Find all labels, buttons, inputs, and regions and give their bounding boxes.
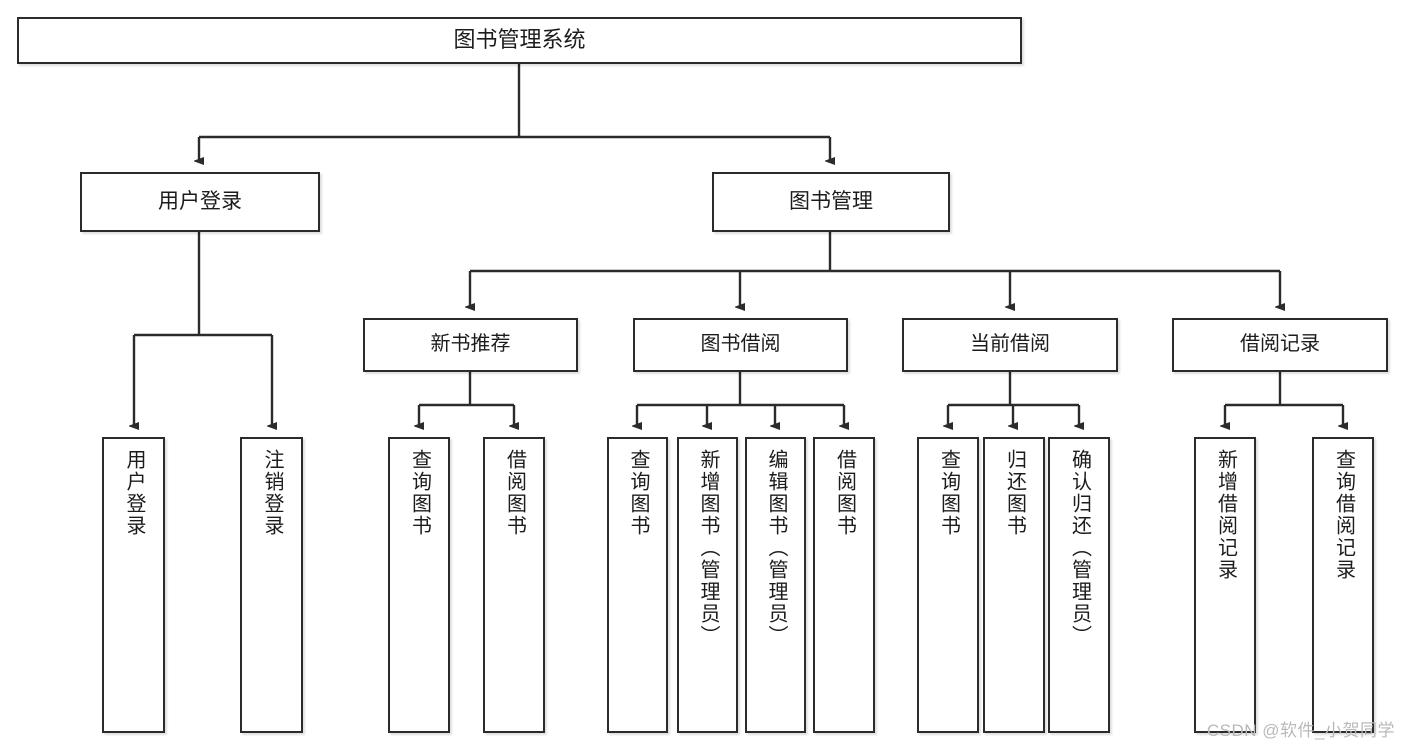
node-label: 借阅图书 [503,449,526,537]
node-current-borrow[interactable]: 当前借阅 [902,318,1118,372]
node-new-book-recommend[interactable]: 新书推荐 [363,318,578,372]
node-label: 查询图书 [937,449,960,537]
leaf-query-borrow-record[interactable]: 查询借阅记录 [1312,437,1374,733]
node-label: 新增借阅记录 [1214,449,1237,581]
watermark: CSDN @软件_小贺同学 [1206,721,1395,740]
leaf-borrow-book[interactable]: 借阅图书 [813,437,875,733]
leaf-borrow-book-recommend[interactable]: 借阅图书 [483,437,545,733]
leaf-user-login[interactable]: 用户登录 [102,437,165,733]
node-user-login[interactable]: 用户登录 [80,172,320,232]
node-root[interactable]: 图书管理系统 [17,17,1022,64]
node-label: 图书管理系统 [453,27,586,53]
leaf-logout[interactable]: 注销登录 [240,437,303,733]
node-label: 图书管理 [789,189,873,213]
node-book-borrow[interactable]: 图书借阅 [633,318,848,372]
node-label: 归还图书 [1003,449,1026,537]
node-label: 新书推荐 [430,333,511,356]
node-label: 当前借阅 [970,333,1050,356]
leaf-edit-book-admin[interactable]: 编辑图书（管理员） [745,437,806,733]
node-label: 图书借阅 [700,333,781,356]
node-label: 注销登录 [261,449,283,537]
node-label: 查询图书 [627,449,649,537]
node-label: 编辑图书（管理员） [765,449,787,647]
node-label: 用户登录 [158,189,242,213]
node-label: 新增图书（管理员） [697,449,719,647]
leaf-query-book-borrow[interactable]: 查询图书 [607,437,668,733]
leaf-confirm-return-admin[interactable]: 确认归还（管理员） [1048,437,1110,733]
node-borrow-record[interactable]: 借阅记录 [1172,318,1388,372]
node-book-management[interactable]: 图书管理 [712,172,950,232]
leaf-return-book[interactable]: 归还图书 [983,437,1045,733]
leaf-add-borrow-record[interactable]: 新增借阅记录 [1194,437,1256,733]
node-label: 确认归还（管理员） [1068,449,1091,647]
leaf-query-book-current[interactable]: 查询图书 [917,437,979,733]
leaf-add-book-admin[interactable]: 新增图书（管理员） [677,437,738,733]
node-label: 用户登录 [123,449,145,537]
node-label: 查询借阅记录 [1332,449,1355,581]
leaf-query-book-recommend[interactable]: 查询图书 [388,437,450,733]
node-label: 查询图书 [408,449,431,537]
node-label: 借阅记录 [1240,333,1320,356]
node-label: 借阅图书 [833,449,856,537]
